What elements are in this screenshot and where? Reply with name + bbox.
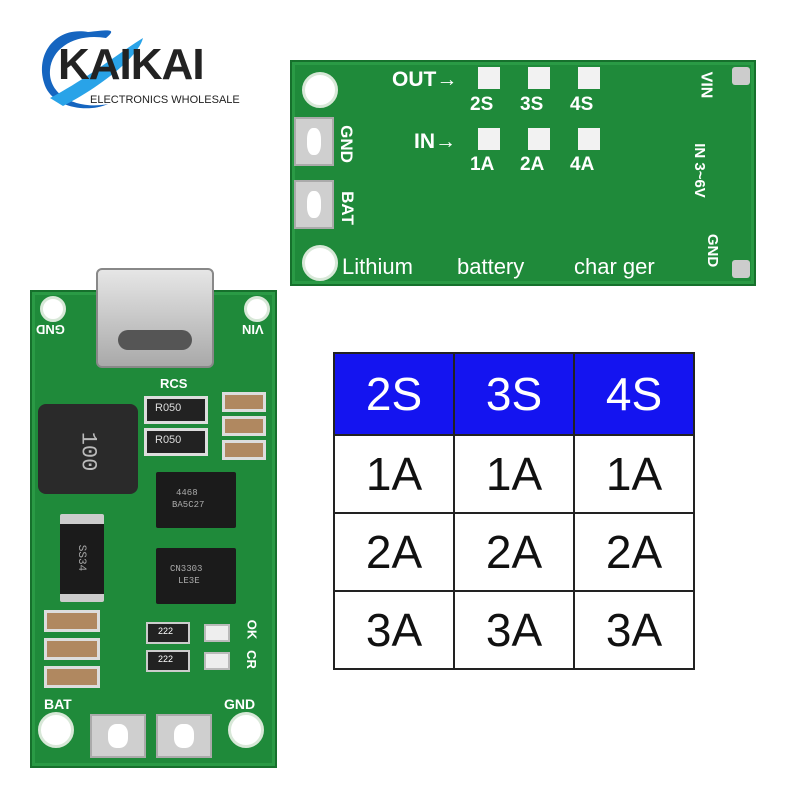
- chip-1-line-2: BA5C27: [172, 500, 205, 510]
- table-cell: 1A: [573, 434, 695, 514]
- top-bat-label: BAT: [337, 191, 357, 225]
- left-rcs-label: RCS: [160, 376, 188, 391]
- chip-2-line-1: CN3303: [170, 564, 203, 574]
- bottom-text-charger: char ger: [574, 254, 655, 279]
- cr-led: [204, 652, 230, 670]
- top-pcb-board: GND BAT OUT→ IN→ 2S 3S 4S 1A 2A 4A VIN I…: [290, 60, 756, 286]
- top-gnd-label: GND: [336, 125, 356, 163]
- top-vin-label: VIN: [697, 71, 715, 99]
- logo: KAIKAI ELECTRONICS WHOLESALE: [28, 18, 248, 118]
- top-gnd-right-label: GND: [704, 233, 722, 268]
- table-cell: 3A: [333, 590, 455, 670]
- out-option-4s: 4S: [570, 94, 594, 115]
- inductor: 100: [38, 404, 138, 494]
- table-cell: 1A: [453, 434, 575, 514]
- inductor-label: 100: [75, 431, 101, 472]
- table-cell: 2A: [453, 512, 575, 592]
- logo-ring-icon: [42, 30, 143, 109]
- bottom-text-battery: battery: [457, 254, 525, 279]
- logo-tagline: ELECTRONICS WHOLESALE: [90, 94, 240, 106]
- diode: SS34: [60, 514, 104, 602]
- out-option-2s: 2S: [470, 94, 494, 115]
- header-cell: 3S: [453, 352, 575, 436]
- cr-label: CR: [243, 650, 259, 669]
- in-option-1a: 1A: [470, 154, 495, 175]
- table-row: 3A 3A 3A: [333, 590, 695, 670]
- table-row: 2A 2A 2A: [333, 512, 695, 592]
- header-cell: 4S: [573, 352, 695, 436]
- table-header-row: 2S 3S 4S: [333, 352, 695, 436]
- small-part-1: 222: [158, 626, 174, 636]
- diode-label: SS34: [75, 544, 88, 572]
- in-option-4a: 4A: [570, 154, 595, 175]
- table-cell: 2A: [333, 512, 455, 592]
- out-option-3s: 3S: [520, 94, 544, 115]
- logo-brand: KAIKAI: [58, 40, 205, 89]
- chip-1-line-1: 4468: [176, 488, 198, 498]
- table-cell: 3A: [453, 590, 575, 670]
- header-cell: 2S: [333, 352, 455, 436]
- left-gnd-bottom-label: GND: [224, 696, 256, 712]
- table-row: 1A 1A 1A: [333, 434, 695, 514]
- usb-c-connector: [96, 268, 214, 368]
- bottom-text-lithium: Lithium: [342, 254, 413, 279]
- left-gnd-top-label: GND: [36, 322, 65, 337]
- resistor-2-label: R050: [155, 434, 182, 446]
- ok-label: OK: [244, 619, 260, 640]
- small-part-2: 222: [158, 654, 174, 664]
- chip-2-line-2: LE3E: [178, 576, 200, 586]
- table-cell: 3A: [573, 590, 695, 670]
- left-vin-label: VIN: [242, 322, 264, 337]
- top-input-voltage-label: IN 3~6V: [690, 143, 708, 198]
- spec-table: 2S 3S 4S 1A 1A 1A 2A 2A 2A 3A 3A 3A: [333, 352, 695, 670]
- left-bat-label: BAT: [44, 696, 72, 712]
- table-cell: 2A: [573, 512, 695, 592]
- out-label: OUT→: [392, 68, 458, 91]
- in-option-2a: 2A: [520, 154, 545, 175]
- in-label: IN→: [414, 130, 456, 153]
- table-cell: 1A: [333, 434, 455, 514]
- resistor-1-label: R050: [155, 402, 182, 414]
- ok-led: [204, 624, 230, 642]
